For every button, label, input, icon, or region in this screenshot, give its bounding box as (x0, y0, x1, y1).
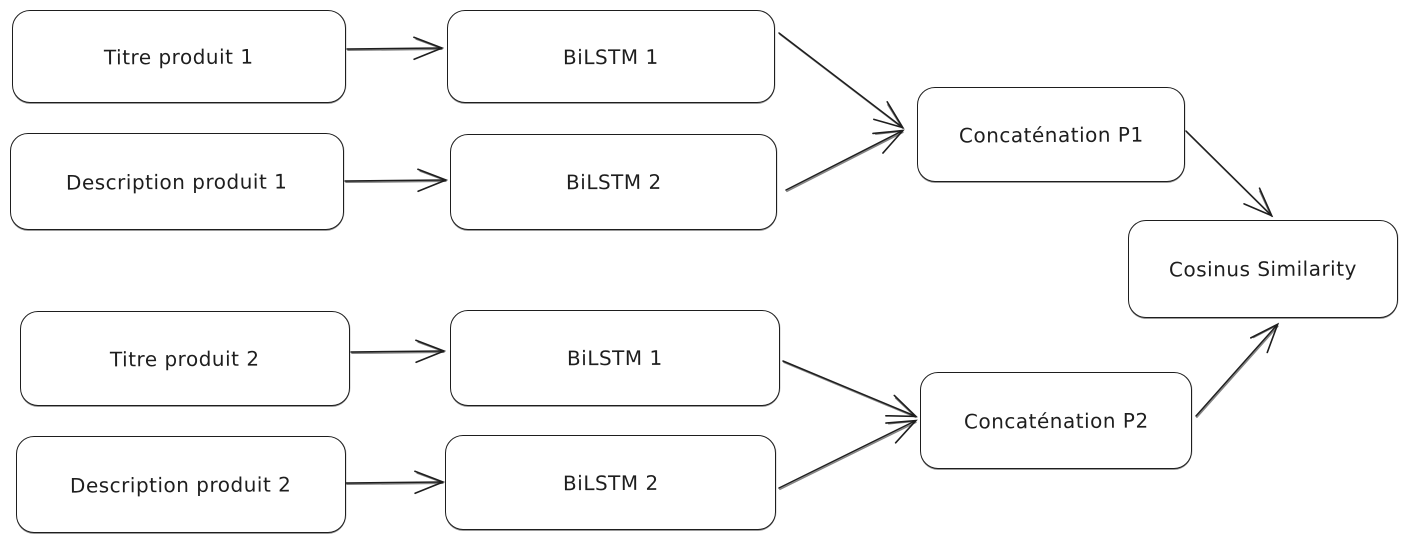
node-cosinus-similarity[interactable]: Cosinus Similarity (1128, 220, 1398, 318)
node-label: Concaténation P2 (963, 408, 1149, 433)
edge-bilstm2-bottom-to-concat-p2[interactable] (778, 419, 918, 491)
edges-group (344, 32, 1280, 495)
node-label: Description produit 1 (66, 168, 288, 195)
edge-concat-p2-to-cosinus[interactable] (1195, 322, 1280, 419)
node-concatenation-p2[interactable]: Concaténation P2 (920, 372, 1192, 469)
node-concatenation-p1[interactable]: Concaténation P1 (917, 87, 1185, 182)
node-titre-produit-1[interactable]: Titre produit 1 (12, 10, 346, 103)
edge-bilstm1-top-to-concat-p1[interactable] (778, 32, 905, 130)
edge-bilstm1-bottom-to-concat-p2[interactable] (782, 360, 918, 419)
node-label: Concaténation P1 (958, 122, 1144, 147)
node-label: BiLSTM 1 (567, 345, 663, 371)
edge-bilstm2-top-to-concat-p1[interactable] (785, 129, 905, 193)
node-label: BiLSTM 2 (562, 470, 659, 495)
edge-desc2-to-bilstm2-bottom[interactable] (345, 470, 446, 495)
node-label: Cosinus Similarity (1169, 256, 1357, 282)
node-label: Titre produit 1 (104, 44, 254, 69)
node-description-produit-1[interactable]: Description produit 1 (10, 133, 344, 230)
node-bilstm-2-top[interactable]: BiLSTM 2 (450, 134, 777, 230)
node-label: Description produit 2 (70, 471, 292, 498)
node-bilstm-2-bottom[interactable]: BiLSTM 2 (445, 435, 776, 530)
edge-titre1-to-bilstm1-top[interactable] (346, 36, 445, 61)
edge-desc1-to-bilstm2-top[interactable] (344, 168, 449, 193)
node-description-produit-2[interactable]: Description produit 2 (16, 436, 346, 533)
node-label: Titre produit 2 (110, 346, 260, 371)
edge-titre2-to-bilstm1-bottom[interactable] (350, 339, 447, 364)
node-bilstm-1-bottom[interactable]: BiLSTM 1 (450, 310, 780, 406)
node-bilstm-1-top[interactable]: BiLSTM 1 (447, 10, 775, 103)
node-label: BiLSTM 2 (565, 169, 662, 195)
node-label: BiLSTM 1 (563, 44, 659, 69)
node-titre-produit-2[interactable]: Titre produit 2 (20, 311, 350, 406)
edge-concat-p1-to-cosinus[interactable] (1185, 130, 1274, 218)
